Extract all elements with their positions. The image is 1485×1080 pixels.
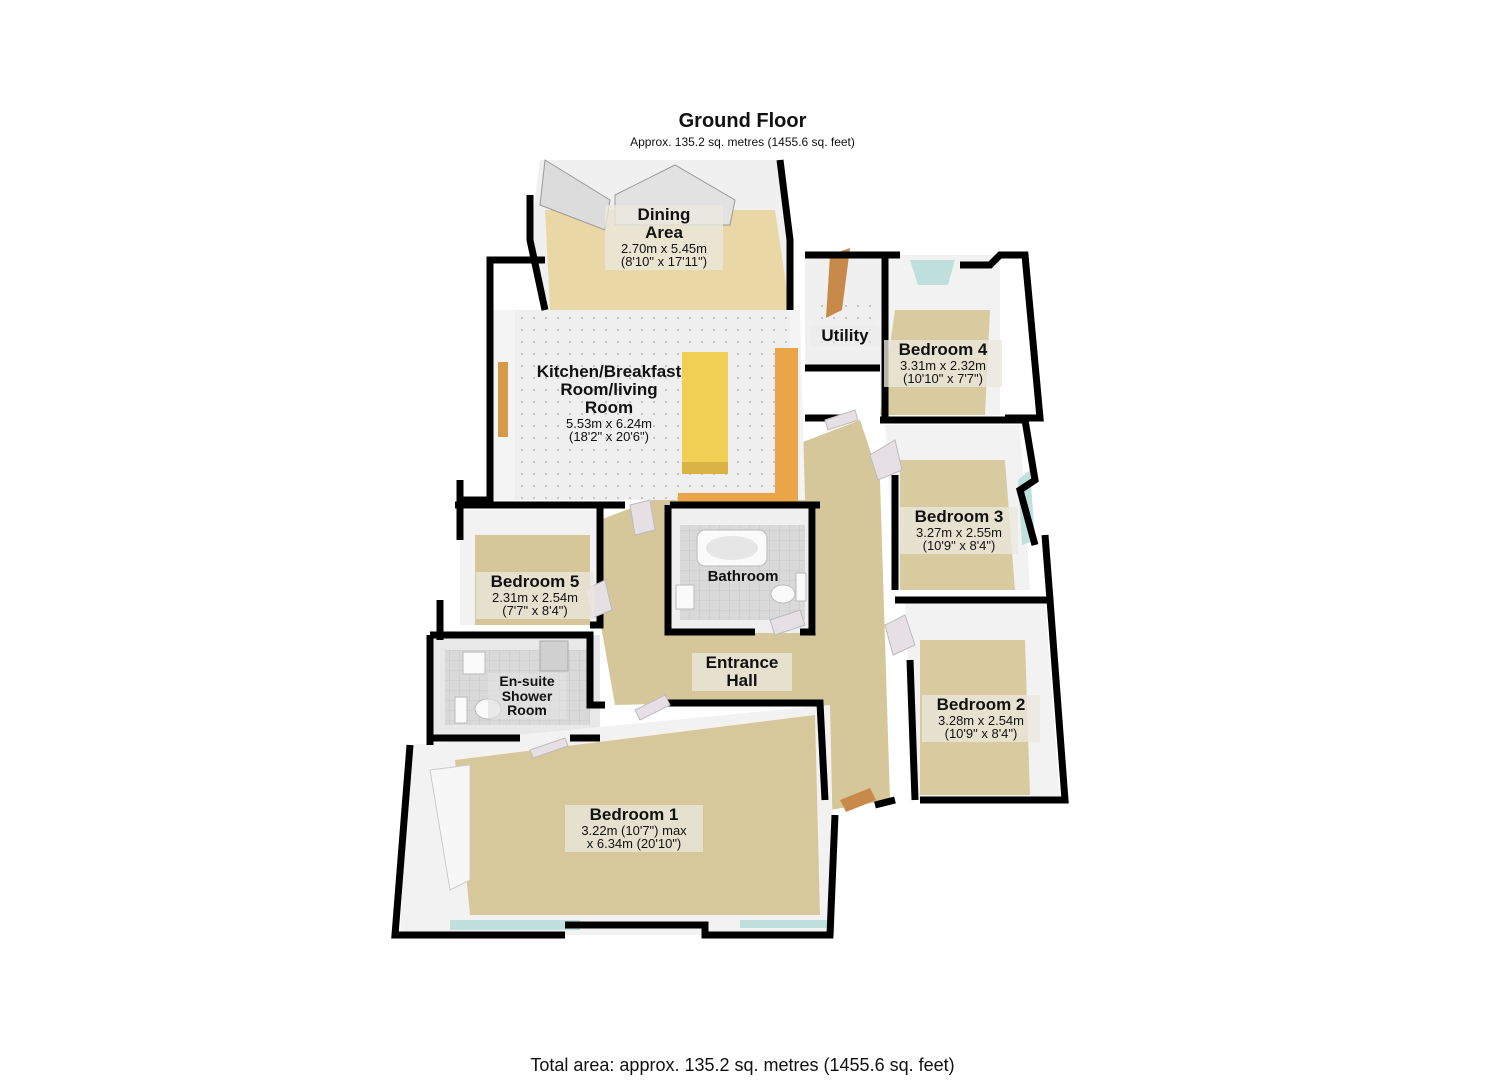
room-dimensions-imperial: (10'9" x 8'4") — [944, 726, 1018, 742]
label-bedroom-4: Bedroom 4 3.31m x 2.32m (10'10" x 7'7") — [884, 340, 1002, 388]
bedroom1-door-icon — [634, 694, 671, 721]
room-name: Kitchen/Breakfast — [536, 362, 682, 381]
room-name: Bedroom 5 — [490, 572, 580, 591]
room-dimensions-metric: 3.31m x 2.32m — [900, 357, 986, 373]
utility-hall-door-icon — [824, 409, 859, 431]
room-dimensions-metric: 3.28m x 2.54m — [938, 712, 1024, 728]
label-bathroom: Bathroom — [693, 568, 793, 586]
room-dimensions-imperial: (18'2" x 20'6") — [569, 429, 649, 445]
room-name: Bedroom 1 — [589, 805, 679, 824]
label-utility: Utility — [810, 326, 880, 346]
room-dimensions-imperial: (7'7" x 8'4") — [502, 603, 568, 619]
label-bedroom-3: Bedroom 3 3.27m x 2.55m (10'9" x 8'4") — [900, 507, 1018, 555]
label-ensuite: En-suite Shower Room — [488, 673, 566, 720]
ensuite-door-icon — [529, 737, 569, 759]
room-dimensions-metric: 3.27m x 2.55m — [916, 524, 1002, 540]
floor-area-subtitle: Approx. 135.2 sq. metres (1455.6 sq. fee… — [630, 135, 855, 149]
label-entrance-hall: Entrance Hall — [692, 653, 792, 691]
room-dimensions-imperial: (8'10" x 17'11") — [620, 254, 708, 270]
room-dimensions-imperial: (10'10" x 7'7") — [903, 371, 983, 387]
total-area-footer: Total area: approx. 135.2 sq. metres (14… — [530, 1055, 955, 1075]
room-name: Bedroom 4 — [898, 340, 988, 359]
room-dimensions-imperial: x 6.34m (20'10") — [586, 836, 682, 852]
walls — [391, 159, 1069, 939]
room-name: Area — [645, 222, 683, 242]
fireplace — [498, 362, 508, 437]
room-dimensions-metric: 3.22m (10'7") max — [581, 822, 687, 838]
utility-door — [826, 248, 850, 318]
bedroom2-door-icon — [884, 614, 916, 656]
front-door-icon — [840, 788, 876, 812]
kitchen-worktop — [775, 348, 798, 500]
kitchen-door-icon — [629, 499, 656, 536]
kitchen-room — [490, 310, 805, 503]
room-name: Shower — [501, 687, 553, 704]
room-name: Bedroom 2 — [936, 695, 1026, 714]
shower-enclosure — [539, 640, 569, 672]
bathroom-room — [668, 505, 816, 633]
room-name: Dining — [637, 205, 691, 224]
room-name: Hall — [726, 670, 758, 690]
doors — [529, 409, 916, 759]
ensuite-sink — [462, 651, 486, 675]
bathroom-door-icon — [769, 609, 806, 636]
bathroom-toilet — [770, 584, 796, 604]
bedroom-4-room — [880, 255, 1000, 415]
room-dimensions-imperial: (10'9" x 8'4") — [922, 538, 996, 554]
utility-room — [805, 248, 880, 370]
kitchen-island — [682, 352, 728, 472]
label-bedroom-1: Bedroom 1 3.22m (10'7") max x 6.34m (20'… — [565, 805, 703, 853]
wardrobe — [429, 764, 471, 891]
label-kitchen: Kitchen/Breakfast Room/living Room 5.53m… — [515, 362, 703, 445]
label-bedroom-2: Bedroom 2 3.28m x 2.54m (10'9" x 8'4") — [922, 695, 1040, 743]
room-name: En-suite — [499, 673, 555, 689]
label-bedroom-5: Bedroom 5 2.31m x 2.54m (7'7" x 8'4") — [476, 572, 594, 620]
room-name: Room — [584, 397, 634, 417]
room-name: Bathroom — [707, 568, 779, 585]
room-dimensions-metric: 2.70m x 5.45m — [621, 240, 707, 256]
room-name: Entrance — [705, 653, 779, 672]
label-dining-area: Dining Area 2.70m x 5.45m (8'10" x 17'11… — [605, 205, 723, 270]
bedroom3-door-icon — [869, 439, 903, 481]
room-dimensions-metric: 2.31m x 2.54m — [492, 589, 578, 605]
room-name: Bedroom 3 — [914, 507, 1004, 526]
room-name: Utility — [821, 326, 869, 345]
room-name: Room/living — [560, 379, 658, 399]
bathroom-sink — [675, 584, 695, 610]
room-dimensions-metric: 5.53m x 6.24m — [566, 415, 652, 431]
floor-title: Ground Floor — [678, 110, 807, 132]
room-name: Room — [507, 702, 547, 719]
